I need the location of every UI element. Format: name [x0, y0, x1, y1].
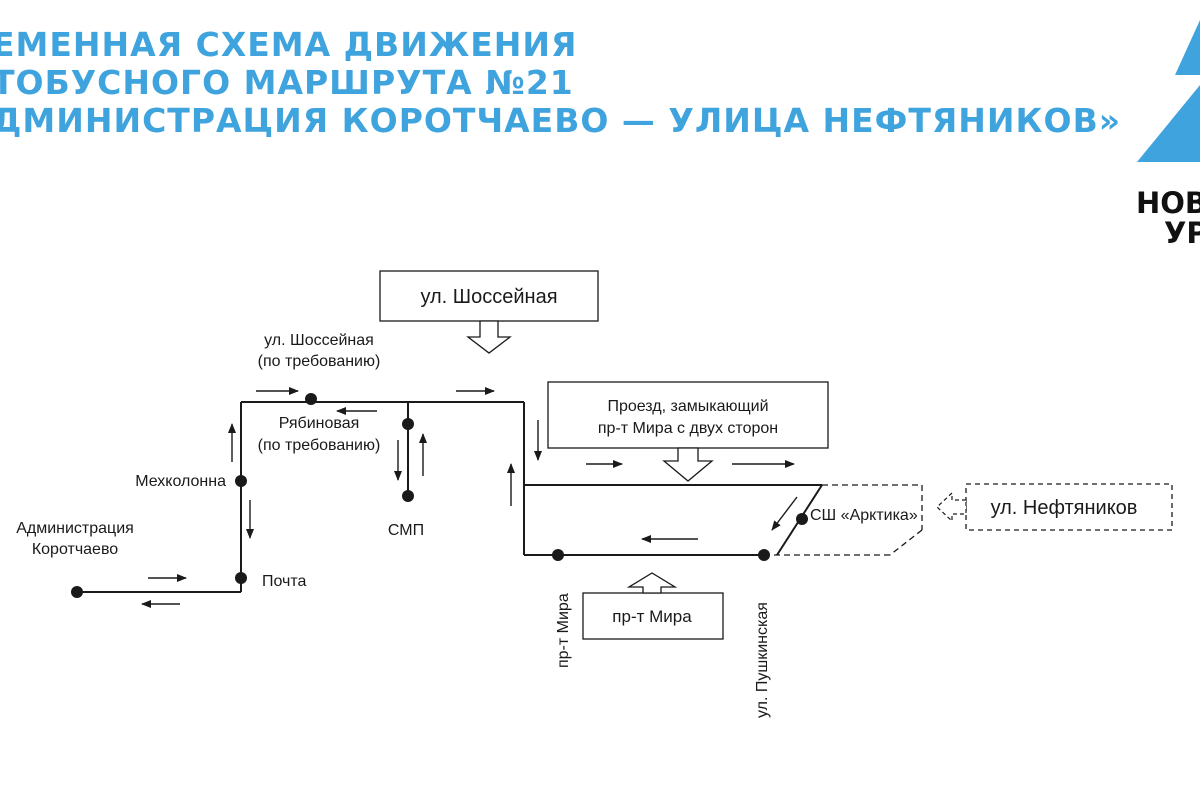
- street-box-shosseynaya: ул. Шоссейная: [379, 270, 599, 354]
- stop-dot-pushkinskaya: [758, 549, 770, 561]
- stop-dot-shosseynaya: [305, 393, 317, 405]
- entry-arrow-icon: [466, 320, 512, 354]
- stop-dot-pr-mira: [552, 549, 564, 561]
- stop-labels: Администрация Коротчаево Почта Мехколонн…: [16, 332, 918, 718]
- stop-dot-administration: [71, 586, 83, 598]
- logo-text-line-2: УР: [1164, 216, 1200, 250]
- title-line-2: тобусного маршрута №21: [0, 63, 574, 102]
- stop-label-administration-line-2: Коротчаево: [32, 541, 118, 558]
- stop-dot-pochta: [235, 572, 247, 584]
- street-label-mira: пр-т Мира: [612, 607, 692, 626]
- logo-text-line-1: НОВ: [1136, 186, 1200, 220]
- stop-label-pushkinskaya: ул. Пушкинская: [754, 602, 771, 718]
- logo-mark-icon: [1137, 20, 1200, 162]
- stop-dot-ryabinovaya: [402, 418, 414, 430]
- street-box-mira: пр-т Мира: [582, 572, 724, 640]
- street-label-shosseynaya: ул. Шоссейная: [420, 286, 557, 308]
- neftyanikov-dashed-link: [764, 484, 923, 556]
- stop-dot-arktika: [796, 513, 808, 525]
- stop-label-shosseynaya-line-2: (по требованию): [258, 353, 381, 370]
- entry-arrow-icon: [662, 447, 714, 482]
- stop-label-pr-mira: пр-т Мира: [555, 593, 572, 668]
- stop-label-arktika: СШ «Арктика»: [810, 507, 918, 524]
- direction-arrows: [141, 387, 798, 608]
- logo-text: НОВ УР: [1136, 188, 1200, 248]
- stop-dot-mekhkolonna: [235, 475, 247, 487]
- stop-dot-smp: [402, 490, 414, 502]
- stop-label-shosseynaya-line-1: ул. Шоссейная: [264, 332, 374, 349]
- stop-label-pochta: Почта: [262, 573, 307, 590]
- stops: [71, 393, 808, 598]
- page-title: еменная схема движения тобусного маршрут…: [0, 26, 1121, 140]
- title-line-1: еменная схема движения: [0, 25, 578, 64]
- arrow-diagonal: [771, 496, 798, 531]
- stop-label-administration-line-1: Администрация: [16, 520, 134, 537]
- stop-label-ryabinovaya-line-1: Рябиновая: [279, 415, 360, 432]
- stop-label-smp: СМП: [388, 522, 424, 539]
- street-label-proezd-line-2: пр-т Мира с двух сторон: [598, 420, 778, 437]
- entry-arrow-icon: [626, 572, 678, 594]
- entry-arrow-dashed-icon: [936, 491, 967, 523]
- street-label-proezd-line-1: Проезд, замыкающий: [607, 398, 768, 415]
- title-line-3: дминистрация Коротчаево — улица Нефтяник…: [0, 101, 1122, 140]
- street-box-proezd: Проезд, замыкающий пр-т Мира с двух стор…: [547, 381, 829, 482]
- stop-label-ryabinovaya-line-2: (по требованию): [258, 437, 381, 454]
- street-box-neftyanikov: ул. Нефтяников: [936, 483, 1173, 531]
- stop-label-mekhkolonna: Мехколонна: [135, 473, 226, 490]
- street-label-neftyanikov: ул. Нефтяников: [991, 497, 1138, 519]
